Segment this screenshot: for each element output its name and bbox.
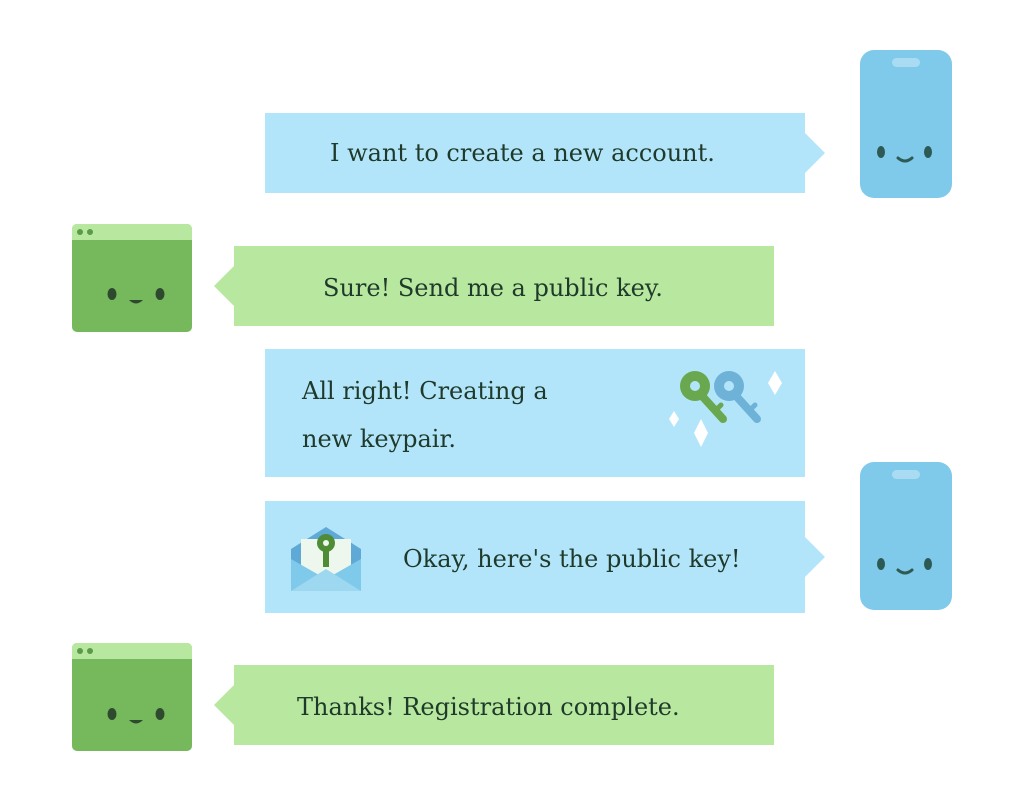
phone-avatar-2 [860,462,952,610]
message-bubble-4: Okay, here's the public key! [265,501,805,613]
message-bubble-3: All right! Creating a new keypair. [265,349,805,477]
message-bubble-5: Thanks! Registration complete. [234,665,774,745]
smiling-browser-window-icon [72,643,192,751]
envelope-with-key-icon [291,527,361,591]
message-bubble-1: I want to create a new account. [265,113,805,193]
sparkle-icon [669,411,679,427]
message-text-1: I want to create a new account. [330,139,715,167]
message-text-3: All right! Creating a new keypair. [302,377,548,453]
bubble-tail-1 [805,133,825,173]
bubble-tail-2 [214,266,234,306]
sparkle-icon [768,371,782,395]
key-pair-icon [669,371,782,447]
message-text-5: Thanks! Registration complete. [297,693,680,721]
message-bubble-2: Sure! Send me a public key. [234,246,774,326]
message-text-4: Okay, here's the public key! [403,545,741,573]
blue-key-icon [714,371,761,423]
smiling-browser-window-icon [72,224,192,332]
smiling-phone-icon [860,50,952,198]
browser-avatar-1 [72,224,192,332]
bubble-tail-5 [214,685,234,725]
message-text-2: Sure! Send me a public key. [323,274,663,302]
browser-avatar-2 [72,643,192,751]
smiling-phone-icon [860,462,952,610]
bubble-tail-4 [805,537,825,577]
green-key-icon [680,371,727,423]
sparkle-icon [694,419,708,447]
phone-avatar-1 [860,50,952,198]
